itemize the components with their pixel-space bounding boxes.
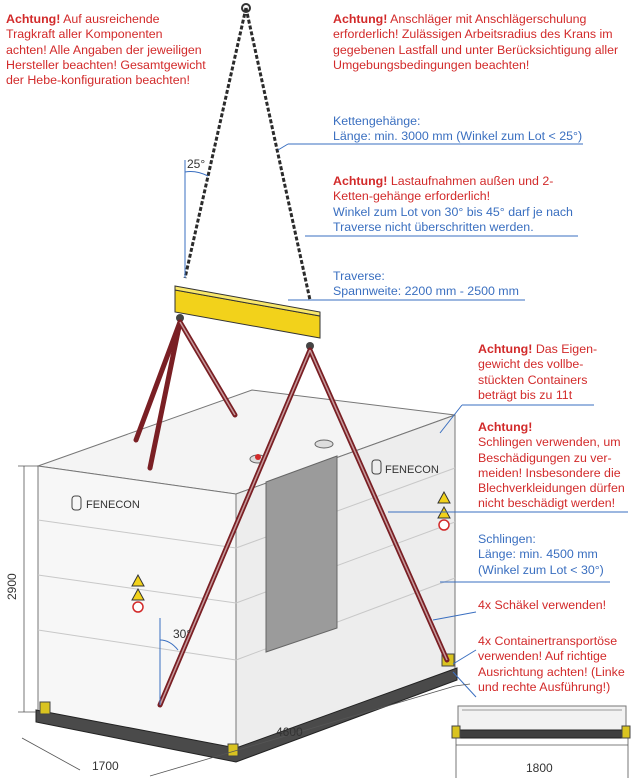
note-slings-warning: Achtung! Schlingen verwenden, um Beschäd… <box>478 420 638 512</box>
note-rigger: Achtung! Anschläger mit Anschlägerschulu… <box>333 12 619 72</box>
front-logo: FENECON <box>86 499 140 511</box>
front-logo-icon <box>71 495 82 511</box>
dimension-depth: 1700 <box>92 759 119 773</box>
angle-markers <box>159 160 209 705</box>
detail-view <box>451 705 631 739</box>
slings-title: Schlingen: <box>478 532 536 546</box>
note-transport-eye: 4x Containertransportöse verwenden! Auf … <box>478 634 625 694</box>
prohibition-icon <box>438 519 450 531</box>
dimension-detail-width: 1800 <box>526 761 553 775</box>
lifting-angle-text: Winkel zum Lot von 30° bis 45° darf je n… <box>333 204 573 234</box>
chain-sling <box>183 7 312 301</box>
warning-triangle-icon <box>437 490 451 504</box>
leader-lines <box>277 143 628 698</box>
note-chain: Kettengehänge: Länge: min. 3000 mm (Wink… <box>333 114 633 145</box>
note-load-capacity: Achtung! Auf ausreichende Tragkraft alle… <box>6 12 206 88</box>
side-logo: FENECON <box>385 464 439 476</box>
roof-vent-icon <box>314 439 334 449</box>
warning-triangle-icon <box>131 587 145 601</box>
warning-signs-left <box>131 573 145 613</box>
slings-angle: (Winkel zum Lot < 30°) <box>478 562 604 577</box>
chain-angle-label: 25° <box>187 157 205 171</box>
dimension-lines <box>18 465 629 778</box>
prohibition-icon <box>132 601 144 613</box>
slings-length: Länge: min. 4500 mm <box>478 547 598 562</box>
note-weight: Achtung! Das Eigen-gewicht des vollbe-st… <box>478 342 598 402</box>
dimension-length: 4600 <box>276 725 303 739</box>
note-traverse: Traverse: Spannweite: 2200 mm - 2500 mm <box>333 269 583 300</box>
traverse-span: Spannweite: 2200 mm - 2500 mm <box>333 284 519 299</box>
note-lifting-points: Achtung! Lastaufnahmen außen und 2-Kette… <box>333 174 583 235</box>
slings-warning-text: Schlingen verwenden, um Beschädigungen z… <box>478 435 625 511</box>
note-shackle: 4x Schäkel verwenden! <box>478 598 607 612</box>
sling-angle-label: 30° <box>173 627 191 641</box>
chain-length: Länge: min. 3000 mm (Winkel zum Lot < 25… <box>333 129 583 144</box>
traverse-beam <box>174 285 321 350</box>
side-logo-icon <box>371 459 382 475</box>
crane-hook-ring <box>241 3 251 13</box>
container: FENECON FENECON <box>35 389 458 763</box>
chain-title: Kettengehänge: <box>333 114 421 128</box>
traverse-title: Traverse: <box>333 269 385 283</box>
note-slings: Schlingen: Länge: min. 4500 mm (Winkel z… <box>478 532 628 578</box>
dimension-height: 2900 <box>5 573 19 600</box>
warning-triangle-icon <box>131 573 145 587</box>
container-door <box>265 455 338 653</box>
